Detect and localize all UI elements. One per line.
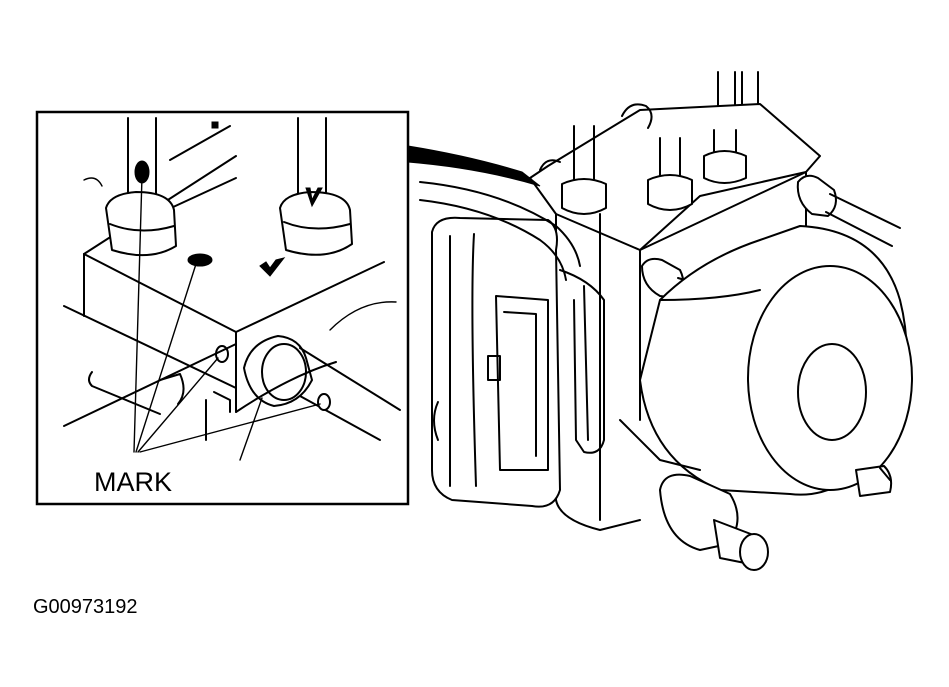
mark-oval-block xyxy=(187,253,213,267)
motor-shaft xyxy=(855,465,893,497)
inset-pipe-right xyxy=(279,117,353,256)
pump-motor xyxy=(639,225,913,496)
wire-harness xyxy=(419,181,605,454)
inset-frame xyxy=(35,110,410,506)
mark-hole-pipe xyxy=(317,393,331,411)
front-brake-pipes xyxy=(561,125,747,215)
mark-v-block xyxy=(259,257,286,277)
mark-leader-lines xyxy=(133,175,321,461)
inset-pipe-side xyxy=(215,335,401,441)
mark-label: MARK xyxy=(94,467,172,497)
pump-shaft xyxy=(659,473,769,571)
figure-code: G00973192 xyxy=(33,596,138,618)
detail-inset: MARK xyxy=(35,110,410,506)
abs-actuator-unit xyxy=(407,71,913,571)
leader-to-detail xyxy=(407,145,541,187)
mark-v-pipe-right xyxy=(305,187,323,208)
side-brake-pipe xyxy=(796,174,901,247)
ecu-connector-housing xyxy=(431,216,561,508)
